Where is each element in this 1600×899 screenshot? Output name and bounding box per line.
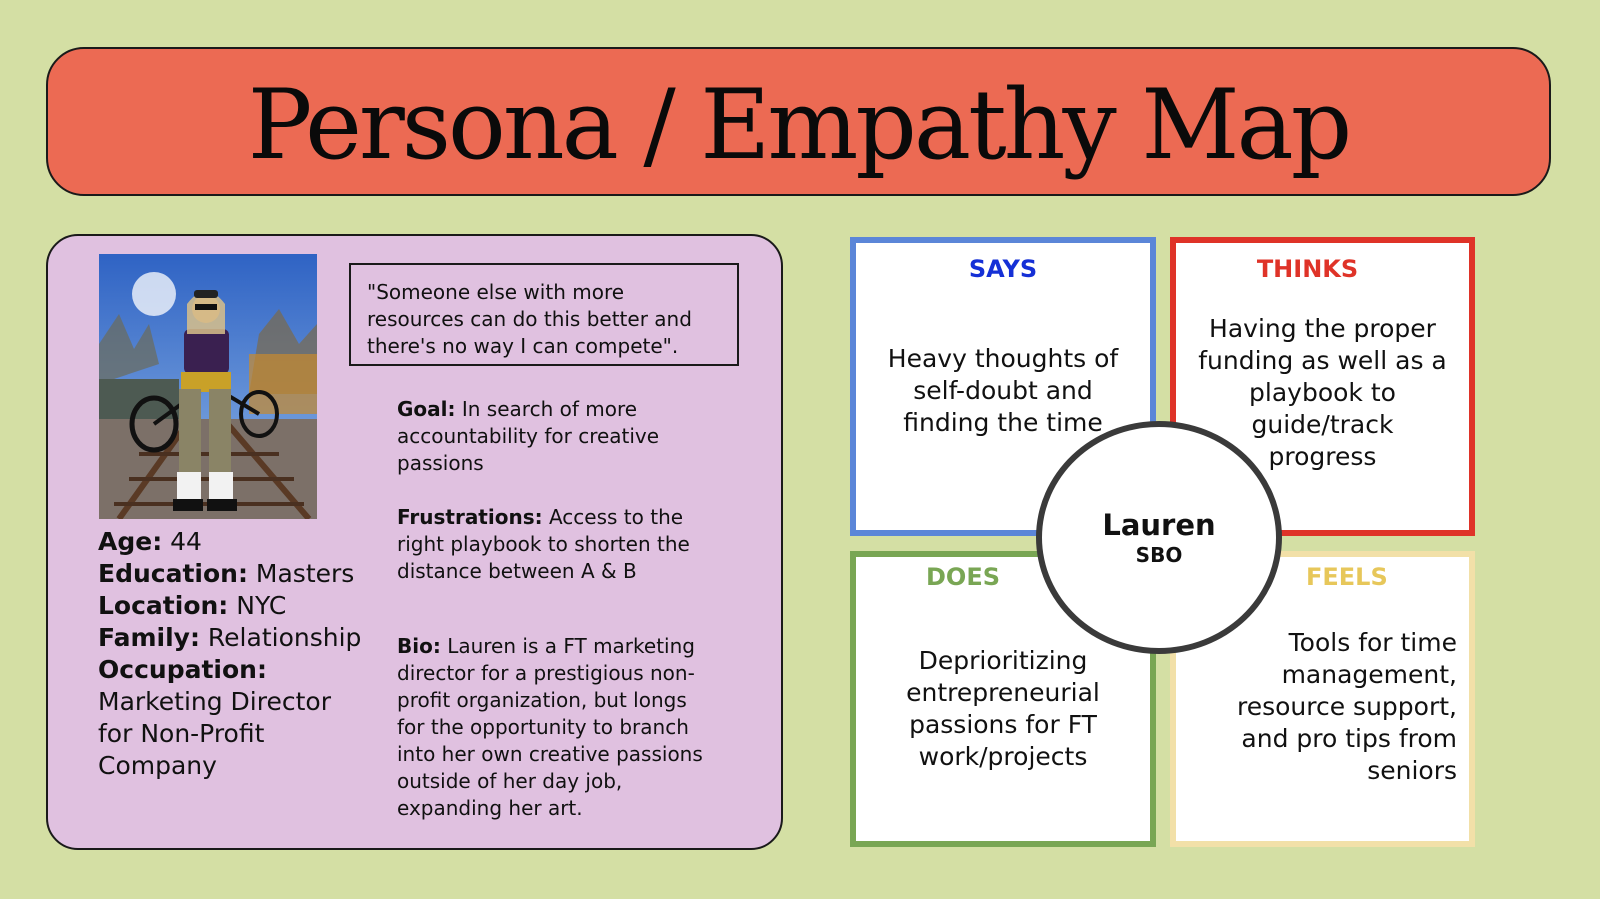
persona-goal: Goal: In search of more accountability f… bbox=[397, 396, 707, 477]
stat-age: Age: 44 bbox=[98, 527, 202, 556]
does-title: DOES bbox=[926, 563, 1001, 591]
thinks-title: THINKS bbox=[1256, 255, 1359, 283]
says-title: SAYS bbox=[968, 255, 1038, 283]
title-banner: Persona / Empathy Map bbox=[46, 47, 1551, 196]
persona-quote: "Someone else with more resources can do… bbox=[349, 263, 739, 366]
does-text: Deprioritizing entrepreneurial passions … bbox=[906, 646, 1100, 771]
persona-card: Age: 44 Education: Masters Location: NYC… bbox=[46, 234, 783, 850]
persona-photo bbox=[99, 254, 317, 519]
bio-label: Bio: bbox=[397, 634, 441, 658]
stat-education: Education: Masters bbox=[98, 559, 355, 588]
persona-stats: Age: 44 Education: Masters Location: NYC… bbox=[98, 526, 368, 782]
persona-frustrations: Frustrations: Access to the right playbo… bbox=[397, 504, 707, 585]
says-quadrant: SAYS Heavy thoughts of self-doubt and fi… bbox=[850, 237, 1156, 536]
persona-center-circle: Lauren SBO bbox=[1036, 421, 1282, 654]
goal-text: In search of more accountability for cre… bbox=[397, 397, 660, 475]
thinks-text: Having the proper funding as well as a p… bbox=[1198, 314, 1447, 471]
says-text: Heavy thoughts of self-doubt and finding… bbox=[887, 344, 1119, 437]
feels-title: FEELS bbox=[1306, 563, 1388, 591]
center-name: Lauren bbox=[1102, 507, 1216, 542]
stat-location: Location: NYC bbox=[98, 591, 287, 620]
stat-family: Family: Relationship bbox=[98, 623, 362, 652]
goal-label: Goal: bbox=[397, 397, 456, 421]
frustrations-label: Frustrations: bbox=[397, 505, 543, 529]
stat-occupation: Occupation:Marketing Director for Non-Pr… bbox=[98, 655, 331, 780]
persona-bio: Bio: Lauren is a FT marketing director f… bbox=[397, 633, 707, 822]
center-subtitle: SBO bbox=[1135, 542, 1183, 567]
bio-text: Lauren is a FT marketing director for a … bbox=[397, 634, 703, 820]
page-title: Persona / Empathy Map bbox=[247, 68, 1352, 181]
frustrations-text: Access to the right playbook to shorten … bbox=[397, 505, 690, 583]
thinks-quadrant: THINKS Having the proper funding as well… bbox=[1170, 237, 1475, 536]
feels-text: Tools for time management, resource supp… bbox=[1236, 628, 1457, 785]
